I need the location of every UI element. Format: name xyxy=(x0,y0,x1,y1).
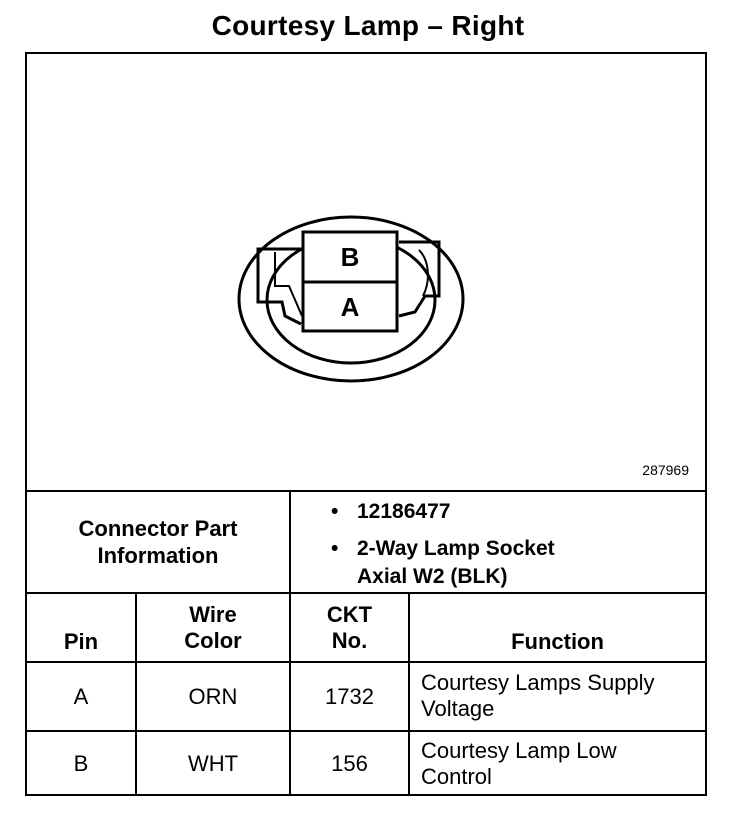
figure-number: 287969 xyxy=(642,462,689,478)
left-latch xyxy=(256,247,302,326)
table-cell-function: Courtesy Lamps Supply Voltage xyxy=(421,670,655,722)
header-function: Function xyxy=(511,629,604,654)
connector-part-info-label: Connector Part Information xyxy=(27,492,289,592)
divider xyxy=(289,490,291,796)
divider xyxy=(27,592,705,594)
cavity-b xyxy=(301,230,399,284)
function-line1: Courtesy Lamp Low xyxy=(421,738,617,763)
table-cell-pin: B xyxy=(73,751,89,776)
table-cell-function: Courtesy Lamp Low Control xyxy=(421,738,617,790)
table-cell-ckt: 156 xyxy=(331,751,368,776)
connector-drawing: B A 287969 xyxy=(27,54,705,490)
connector-part-info-line2: Information xyxy=(97,543,219,568)
cavity-a xyxy=(301,280,399,333)
function-line1: Courtesy Lamps Supply xyxy=(421,670,655,695)
table-cell-wire-color: WHT xyxy=(187,751,239,776)
list-item: • 12186477 xyxy=(331,498,555,526)
connector-face-svg: B A xyxy=(237,215,465,383)
connector-table: B A 287969 Connector Part Information • … xyxy=(25,52,707,796)
divider xyxy=(27,730,705,732)
part-number: 12186477 xyxy=(357,500,451,523)
header-ckt-no: CKT No. xyxy=(291,594,408,661)
outer-shell xyxy=(237,215,465,383)
header-wire-color-line1: Wire xyxy=(189,601,237,627)
divider xyxy=(27,490,705,492)
cavity-label-a: A xyxy=(341,292,360,322)
table-cell-pin: A xyxy=(73,683,89,709)
header-ckt-line1: CKT xyxy=(326,601,373,627)
connector-part-info-line1: Connector Part xyxy=(78,516,238,541)
header-wire-color: Wire Color xyxy=(137,594,289,661)
connector-part-details: • 12186477 • 2-Way Lamp Socket Axial W2 … xyxy=(331,498,555,591)
page-title: Courtesy Lamp – Right xyxy=(211,10,525,41)
connector-description-line2: Axial W2 (BLK) xyxy=(357,565,508,588)
function-line2: Voltage xyxy=(421,696,495,721)
divider xyxy=(408,592,410,796)
bullet-icon: • xyxy=(331,537,339,560)
bullet-icon: • xyxy=(331,500,339,523)
cavity-label-b: B xyxy=(341,242,360,272)
table-cell-wire-color: ORN xyxy=(188,683,238,709)
divider xyxy=(27,661,705,663)
divider xyxy=(135,592,137,796)
function-line2: Control xyxy=(421,764,492,789)
header-pin: Pin xyxy=(63,629,99,654)
right-latch xyxy=(398,240,441,318)
header-ckt-line2: No. xyxy=(331,627,368,653)
table-cell-ckt: 1732 xyxy=(325,683,374,709)
list-item: • 2-Way Lamp Socket xyxy=(331,535,555,563)
connector-description-line1: 2-Way Lamp Socket xyxy=(357,537,555,560)
header-wire-color-line2: Color xyxy=(184,627,242,653)
